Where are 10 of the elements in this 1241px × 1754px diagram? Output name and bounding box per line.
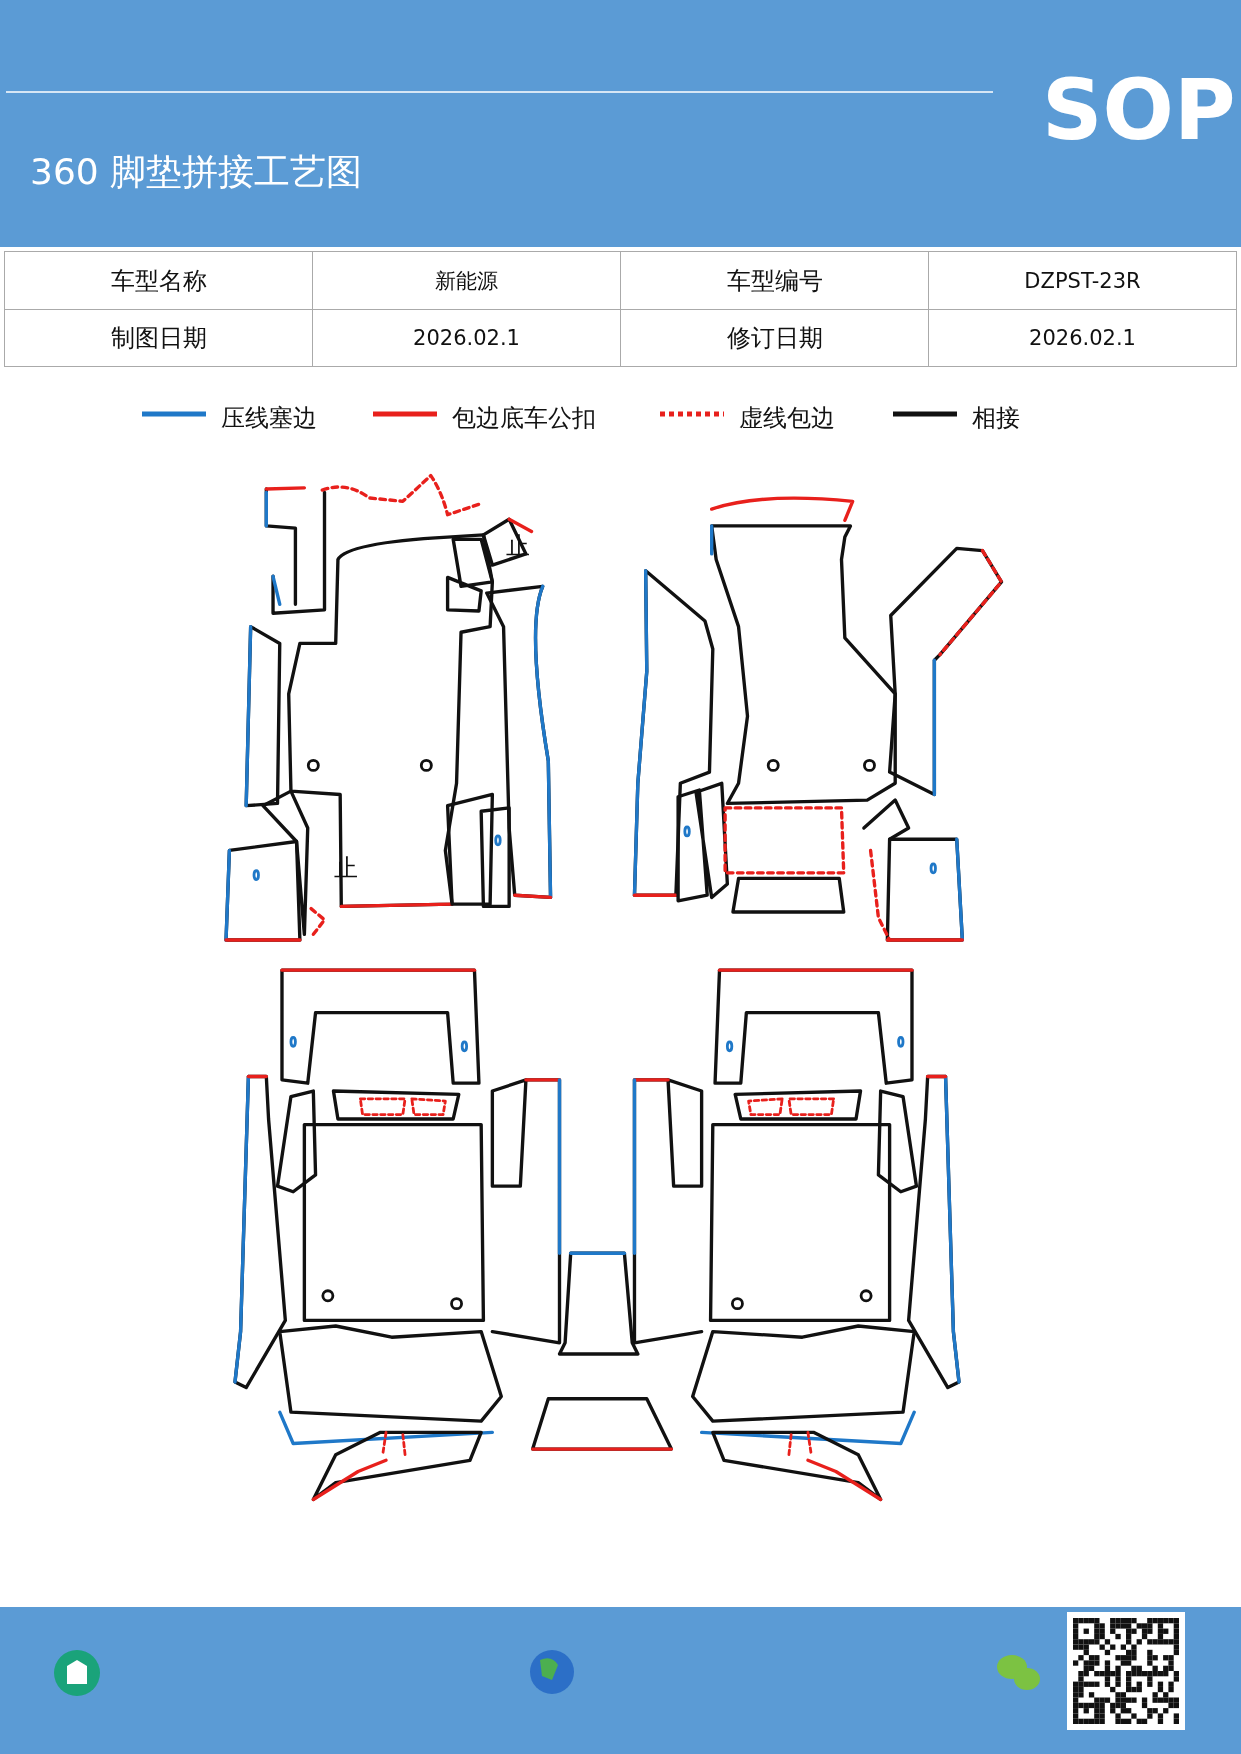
table-cell: 车型名称 [4, 251, 313, 310]
title: 360 脚垫拼接工艺图 [30, 150, 363, 194]
table-cell: 2026.02.1 [928, 309, 1237, 367]
legend-label: 包边底车公扣 [452, 403, 596, 434]
legend-label: 压线塞边 [221, 403, 317, 434]
table-cell: DZPST-23R [928, 251, 1237, 310]
legend-label: 相接 [972, 403, 1020, 434]
table-cell: 制图日期 [4, 309, 313, 367]
header-label: SOP [1042, 68, 1236, 152]
legend-label: 虚线包边 [739, 403, 835, 434]
